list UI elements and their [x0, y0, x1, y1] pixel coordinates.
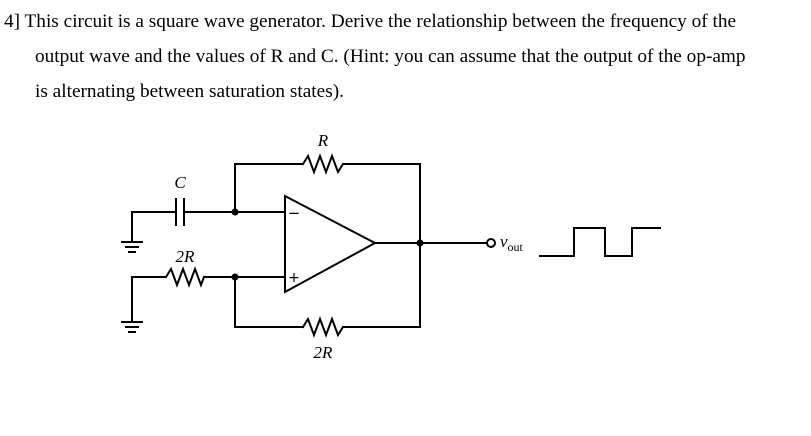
- label-2r-bottom: 2R: [314, 343, 334, 362]
- label-vout-subscript: out: [508, 240, 524, 254]
- ground-symbol-2: [121, 321, 143, 333]
- square-wave: [539, 227, 661, 257]
- problem-line-2: output wave and the values of R and C. (…: [35, 46, 746, 67]
- capacitor-c: [175, 198, 185, 226]
- opamp-triangle: [284, 194, 378, 294]
- opamp-minus-sign: −: [288, 204, 301, 222]
- resistor-2r-ground: [164, 266, 206, 288]
- label-r: R: [317, 131, 329, 150]
- wire-bottom-right: [342, 242, 421, 328]
- label-2r-ground: 2R: [176, 247, 196, 266]
- wire-bottom-left: [234, 276, 304, 328]
- opamp-plus-sign: +: [288, 270, 300, 286]
- label-vout: vout: [500, 232, 524, 254]
- junction-dot-noninverting: [231, 273, 239, 281]
- label-c: C: [174, 173, 186, 192]
- problem-statement: 4] This circuit is a square wave generat…: [4, 4, 804, 109]
- problem-line-3: is alternating between saturation states…: [35, 81, 344, 102]
- output-terminal: [486, 238, 496, 248]
- junction-dot-inverting: [231, 208, 239, 216]
- resistor-r: [301, 153, 345, 175]
- resistor-2r-bottom: [301, 316, 345, 338]
- wire-top-left: [234, 163, 304, 213]
- wire-2r-left: [131, 276, 166, 323]
- label-vout-symbol: v: [500, 232, 508, 251]
- junction-dot-output: [416, 239, 424, 247]
- wire-top-right: [342, 163, 421, 244]
- problem-line-1: 4] This circuit is a square wave generat…: [4, 11, 737, 32]
- ground-symbol-1: [121, 241, 143, 253]
